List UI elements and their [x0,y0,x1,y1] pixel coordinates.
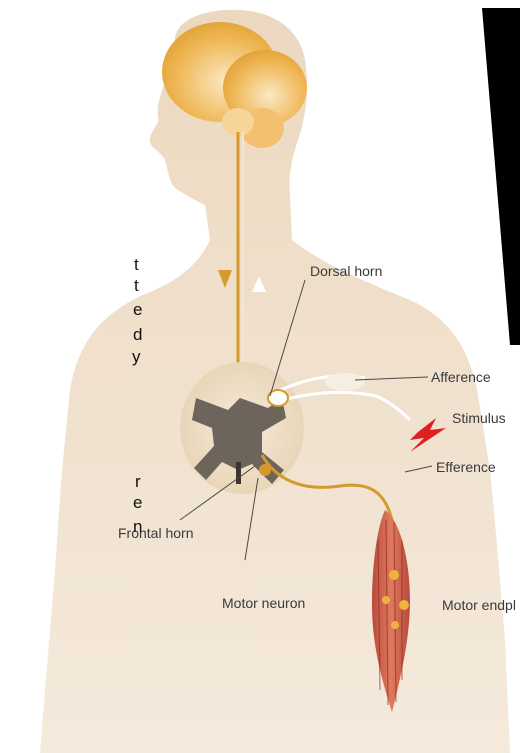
text-fragment: t [134,255,139,275]
label-efference: Efference [436,459,496,475]
text-fragment: e [133,300,142,320]
afferent-ganglion [325,373,365,391]
text-fragment: t [134,276,139,296]
text-fragment: r [135,472,141,492]
text-fragment: y [132,347,141,367]
label-dorsal-horn: Dorsal horn [310,263,382,279]
label-frontal-horn: Frontal horn [118,525,193,541]
label-motor-neuron: Motor neuron [222,595,305,611]
label-stimulus: Stimulus [452,410,506,426]
text-fragment: n [133,517,142,537]
label-motor-endplate: Motor endpl [442,597,516,613]
text-fragment: d [133,325,142,345]
label-afference: Afference [431,369,491,385]
motor-neuron-cell [259,464,271,476]
text-fragment: e [133,493,142,513]
spinal-cord-section [180,362,304,494]
